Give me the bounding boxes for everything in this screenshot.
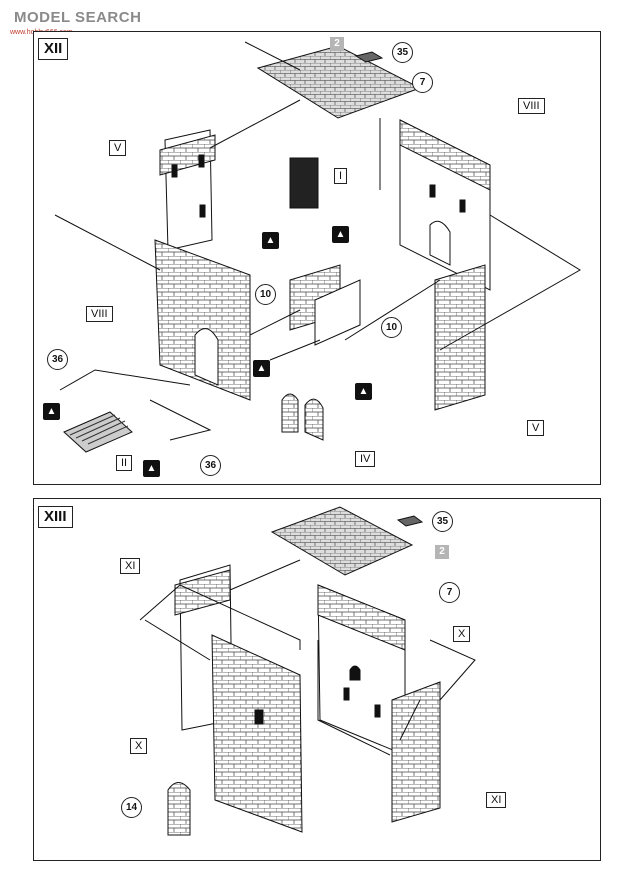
- part-number-10-left: 10: [255, 284, 276, 305]
- sheet-ref-xiii: 2: [435, 545, 449, 559]
- part-label-iv-xii: IV: [355, 451, 376, 467]
- part-label-xi-left: XI: [120, 558, 141, 574]
- glue-tube-icon: ▲: [355, 383, 372, 400]
- part-label-x-left: X: [130, 738, 148, 754]
- glue-tube-icon: ▲: [332, 226, 349, 243]
- part-number-7-xiii: 7: [439, 582, 460, 603]
- part-number-10-right: 10: [381, 317, 402, 338]
- watermark-text: MODEL SEARCH: [14, 9, 142, 26]
- part-label-v-right: V: [527, 420, 545, 436]
- part-label-xi-right: XI: [486, 792, 507, 808]
- part-label-viii-left: VIII: [86, 306, 113, 322]
- part-label-viii-right: VIII: [518, 98, 545, 114]
- sheet-ref-xii: 2: [330, 37, 344, 51]
- part-number-35-xii: 35: [392, 42, 413, 63]
- part-label-v-xii: V: [109, 140, 127, 156]
- part-number-7-xii: 7: [412, 72, 433, 93]
- part-number-35-xiii: 35: [432, 511, 453, 532]
- step-xii-number: XII: [38, 38, 69, 60]
- step-xiii-number: XIII: [38, 506, 73, 528]
- roof-tile-xiii: [270, 506, 414, 576]
- glue-tube-icon: ▲: [253, 360, 270, 377]
- part-label-i-xii: I: [334, 168, 348, 184]
- glue-tube-icon: ▲: [43, 403, 60, 420]
- part-label-x-right: X: [453, 626, 471, 642]
- glue-tube-icon: ▲: [262, 232, 279, 249]
- part-label-ii-xii: II: [116, 455, 133, 471]
- glue-tube-icon: ▲: [143, 460, 160, 477]
- part-number-14-xiii: 14: [121, 797, 142, 818]
- part-number-36-left: 36: [47, 349, 68, 370]
- part-number-36-right: 36: [200, 455, 221, 476]
